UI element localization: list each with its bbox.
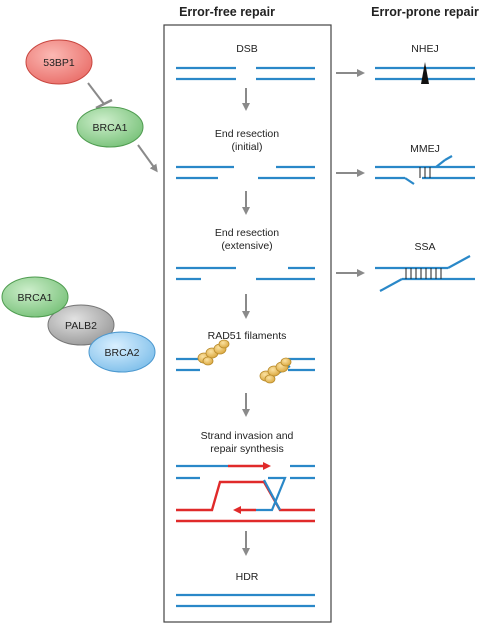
dna-ssa [375,255,475,292]
step-resection-extensive-label-1: End resection [215,227,279,239]
ssa-label: SSA [414,241,435,253]
step-resection-extensive-label-2: (extensive) [221,240,272,252]
dna-resection-extensive [176,266,315,281]
step-rad51-label: RAD51 filaments [208,330,287,342]
dna-hdr [176,593,315,608]
error-free-panel [163,24,332,623]
protein-53bp1-label: 53BP1 [43,57,75,69]
dna-rad51-filaments [176,349,315,379]
dna-strand-invasion [176,462,315,523]
step-hdr-label: HDR [236,571,259,583]
nhej-label: NHEJ [411,43,438,55]
step-resection-initial-label-1: End resection [215,128,279,140]
rad51-proteins [197,339,292,384]
step-invasion-label-2: repair synthesis [210,443,284,455]
protein-brca1-complex-label: BRCA1 [17,292,52,304]
error-prone-header: Error-prone repair [371,5,479,19]
protein-brca1-top-label: BRCA1 [92,122,127,134]
protein-brca1-top [76,106,144,148]
protein-palb2-label: PALB2 [65,320,97,332]
brca1-to-resection-arrow [137,144,158,173]
mmej-label: MMEJ [410,143,440,155]
dna-nhej [375,62,475,84]
protein-brca2-label: BRCA2 [104,347,139,359]
dna-dsb [176,66,315,81]
protein-53bp1 [25,39,93,85]
inhibition-bar [95,98,113,110]
step-dsb-label: DSB [236,43,258,55]
dna-mmej [375,155,475,185]
protein-palb2 [47,304,115,346]
protein-brca1-complex [1,276,69,318]
inhibition-line [87,82,105,105]
step-invasion-label-1: Strand invasion and [201,430,294,442]
protein-brca2 [88,331,156,373]
dna-resection-initial [176,165,315,180]
step-resection-initial-label-2: (initial) [232,141,263,153]
error-free-header: Error-free repair [179,5,275,19]
